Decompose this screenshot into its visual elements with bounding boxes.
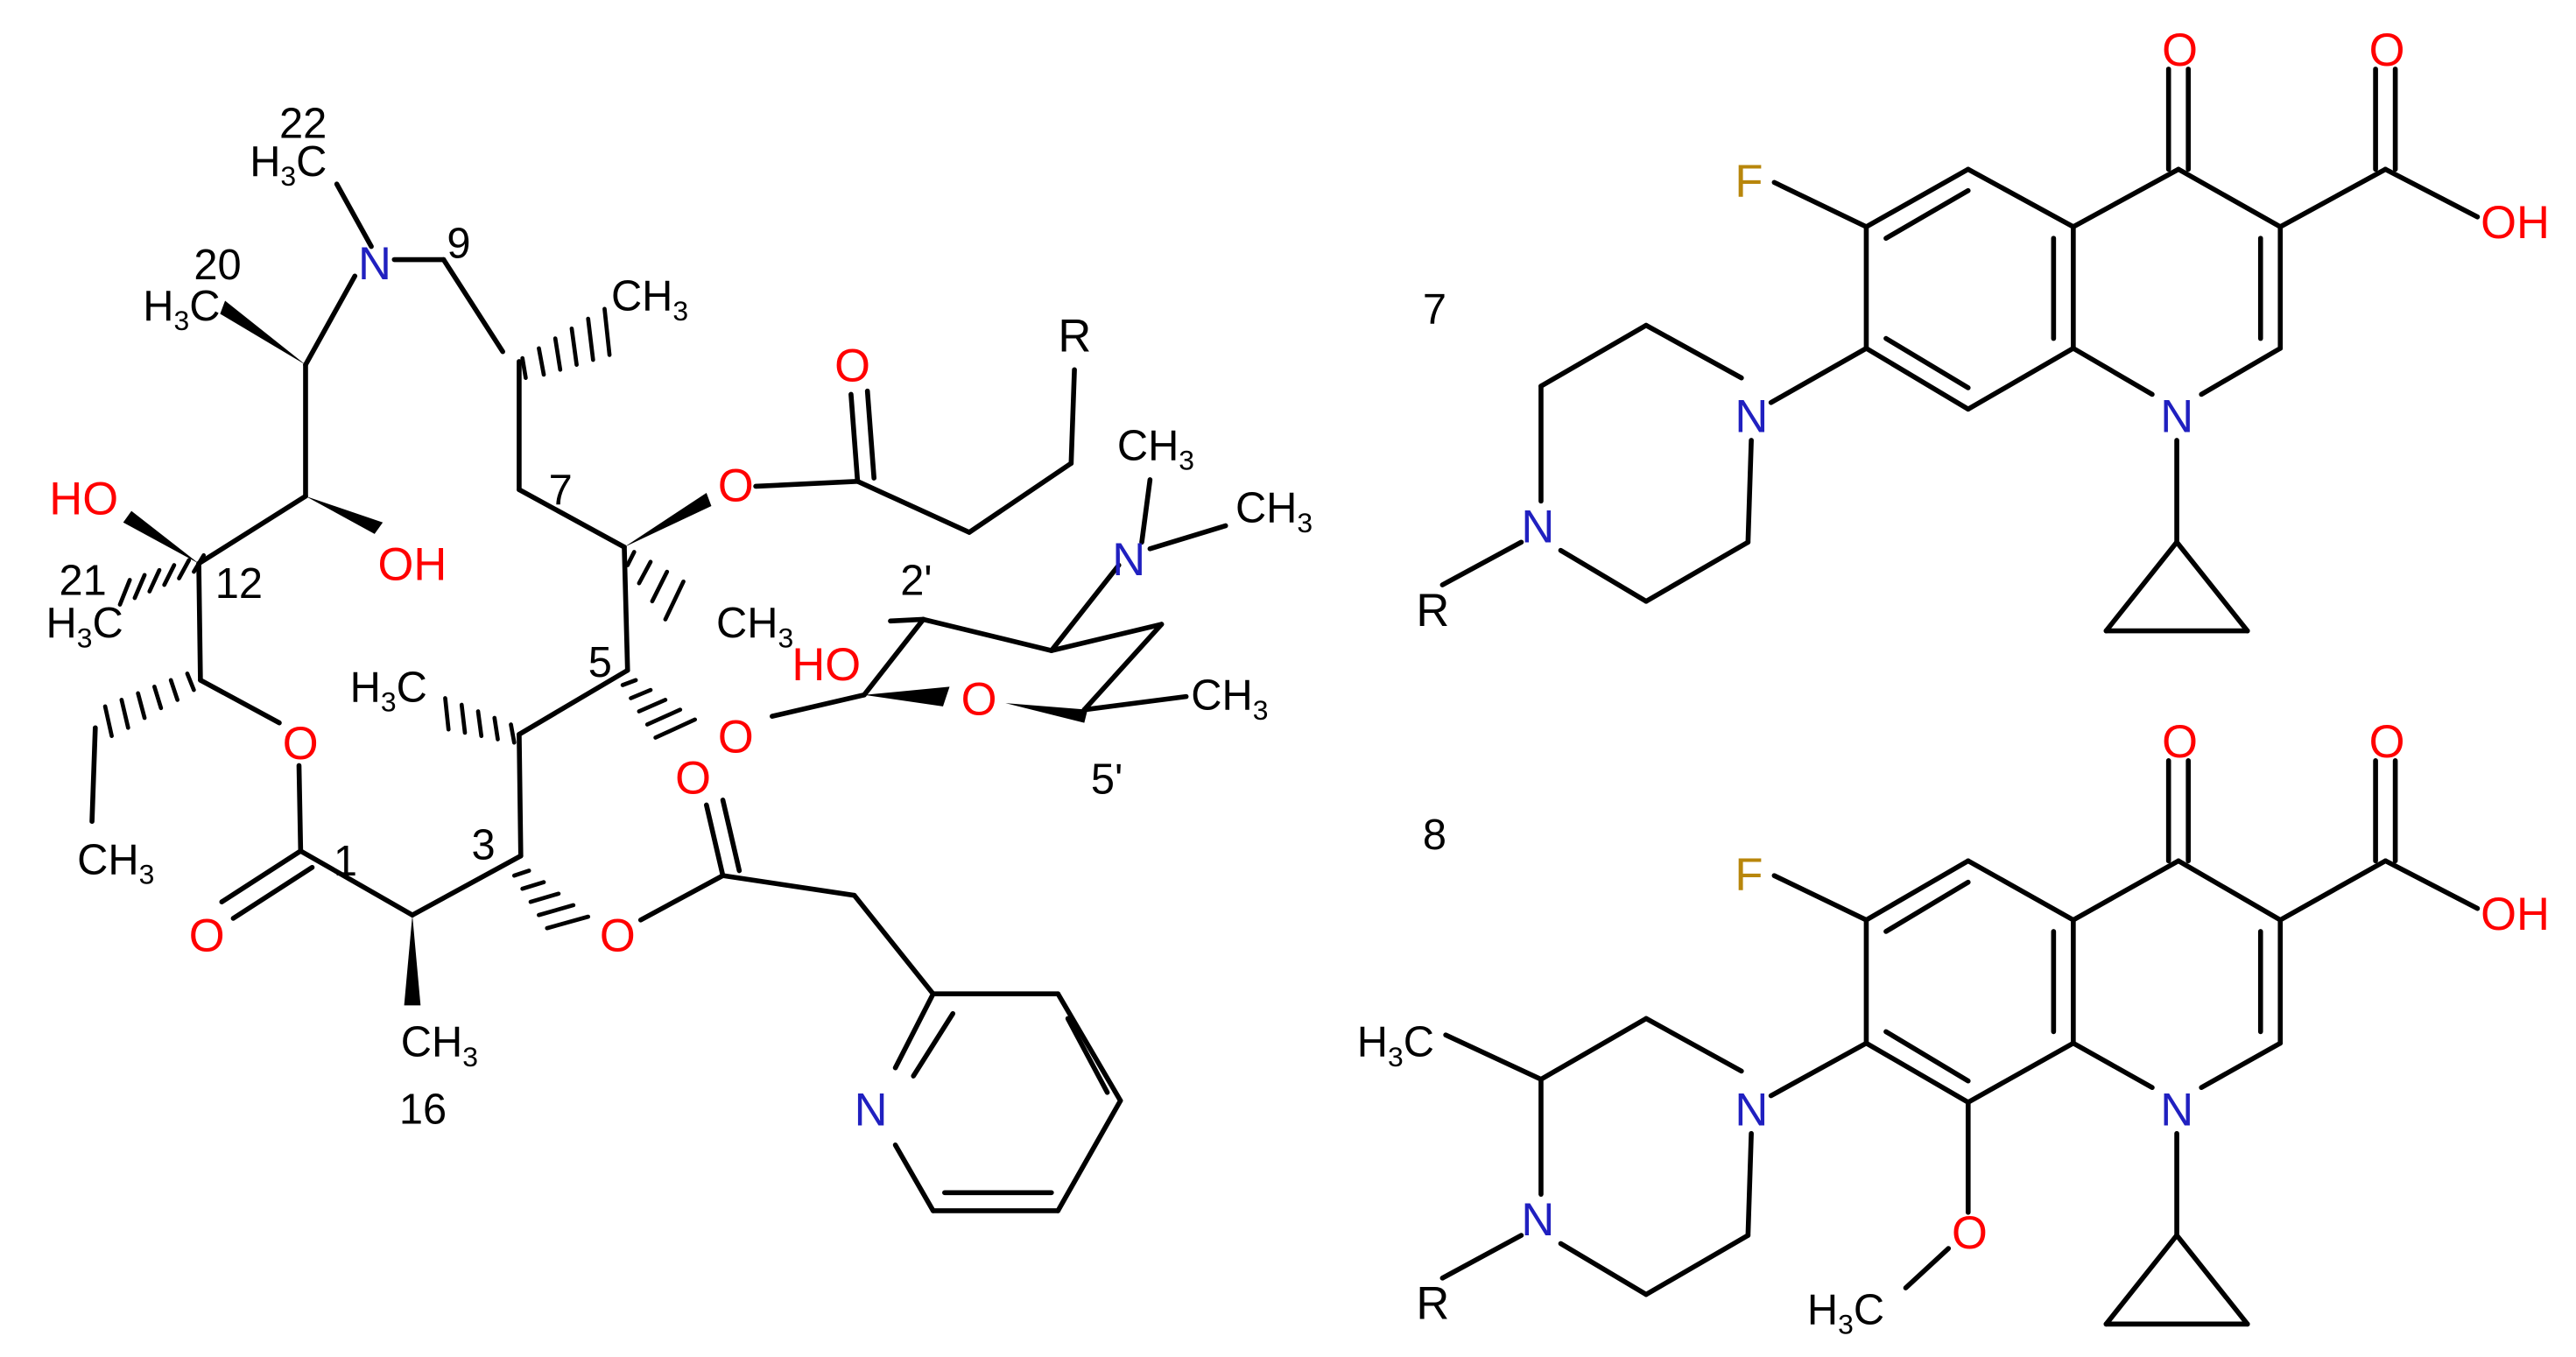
macrolide-oh-12: HO [49,473,118,524]
locant-5: 5 [588,639,612,686]
locant-22: 22 [279,101,327,148]
macrolide-me8: CH3 [611,273,688,327]
compound-7-structure: 7 [1416,25,2550,636]
compound-7-oh-acid: OH [2481,197,2550,249]
macrolide-nme-b: CH3 [1235,485,1313,538]
macrolide-o-lactone: O [283,718,319,770]
locant-1: 1 [334,838,357,885]
macrolide-n-pyridine: N [855,1084,888,1136]
compound-7-f: F [1735,156,1763,207]
compound-8-structure: 8 [1357,716,2550,1340]
macrolide-o-carbonyl-1: O [189,910,225,961]
locant-7: 7 [549,467,573,514]
macrolide-oh-11: OH [378,538,447,590]
locant-21: 21 [60,557,107,604]
locant-9: 9 [447,221,470,268]
compound-8-o-acid: O [2369,716,2405,768]
macrolide-o-carbonyl-6: O [834,340,870,391]
compound-7-o-keto: O [2162,25,2198,76]
macrolide-me21: H3C [46,600,123,653]
compound-8-f: F [1735,849,1763,901]
macrolide-n-ring: N [358,238,391,290]
locant-3: 3 [471,821,495,868]
macrolide-me20: H3C [143,283,220,336]
compound-8-oh-acid: OH [2481,889,2550,940]
compound-8-r-group: R [1416,1278,1449,1330]
macrolide-me6: CH3 [716,600,793,653]
compound-8-methoxy-ch3: H3C [1807,1286,1884,1339]
compound-8-o-methoxy: O [1952,1207,1988,1259]
macrolide-nme-a: CH3 [1117,422,1194,475]
locant-12: 12 [215,560,263,608]
macrolide-o-carbonyl-3: O [675,752,711,804]
macrolide-me4: H3C [350,664,427,717]
compound-8-label: 8 [1423,812,1446,859]
compound-8-o-keto: O [2162,716,2198,768]
compound-7-n-piperazine-b: N [1521,501,1554,552]
macrolide-oh-2p: HO [792,639,861,691]
macrolide-r-group: R [1058,311,1091,362]
compound-7-r-group: R [1416,585,1449,636]
compound-8-n-piperazine-b: N [1521,1194,1554,1246]
macrolide-n-sugar: N [1112,534,1145,586]
compound-8-n-quinolone: N [2160,1084,2193,1136]
locant-5p: 5' [1091,756,1123,803]
locant-20: 20 [194,242,241,289]
compound-7-o-acid: O [2369,25,2405,76]
compound-7-label: 7 [1423,286,1446,334]
macrolide-o-ester-6: O [718,460,754,511]
macrolide-o-ester-3: O [600,910,636,961]
macrolide-o-sugar: O [961,673,997,725]
macrolide-me16: CH3 [401,1019,478,1072]
locant-16: 16 [399,1086,447,1133]
compound-7-n-piperazine-a: N [1735,391,1768,443]
macrolide-o-glycoside: O [718,711,754,763]
compound-8-piperazine-ch3: H3C [1357,1019,1434,1072]
compound-8-n-piperazine-a: N [1735,1084,1768,1136]
macrolide-ethyl-ch3: CH3 [77,836,154,889]
locant-2p: 2' [900,557,932,604]
macrolide-structure: N HO OH O O O O O O O HO O N N R H3C H3C… [46,101,1313,1213]
macrolide-me22: H3C [250,138,327,192]
compound-7-n-quinolone: N [2160,391,2193,443]
macrolide-sugar-me: CH3 [1191,672,1268,726]
